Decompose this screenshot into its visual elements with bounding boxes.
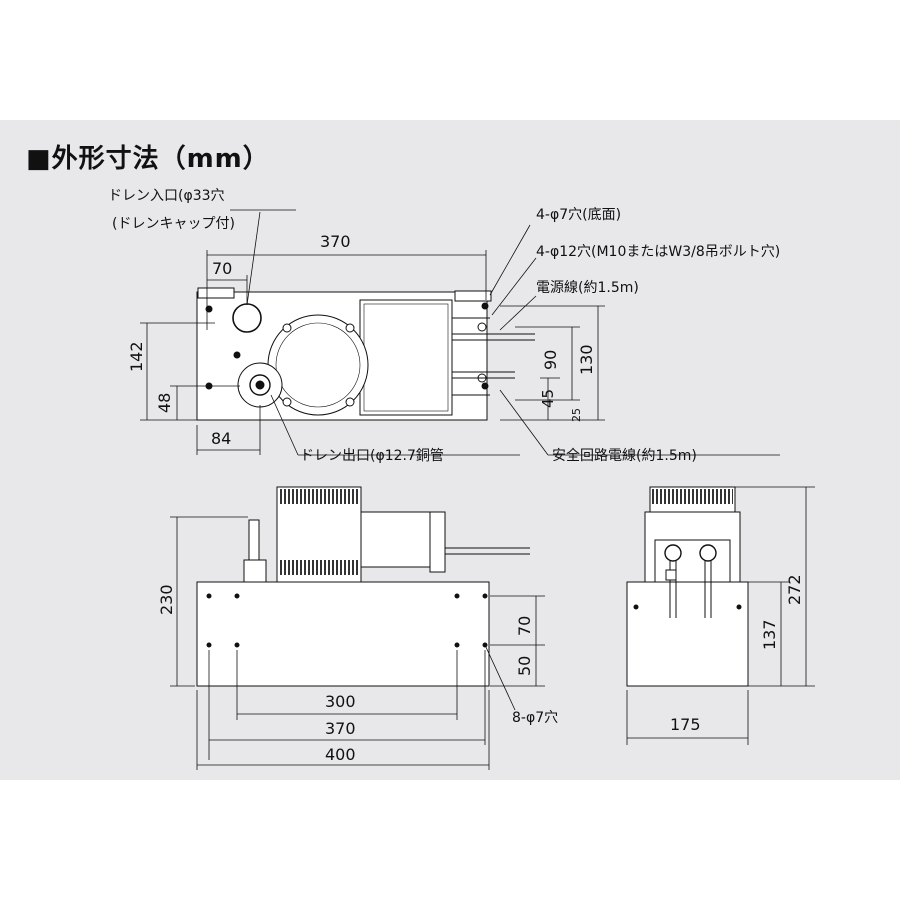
power-cable-label: 電源線(約1.5m): [536, 280, 639, 296]
drain-outlet-label: ドレン出口(φ12.7銅管: [300, 448, 444, 464]
dim-lower-50: 50: [515, 656, 534, 676]
dim-low-45: 45: [539, 389, 557, 408]
drain-inlet-circle: [232, 303, 262, 333]
front-view-dimensions: [170, 516, 545, 770]
top-view-dimensions: [140, 209, 780, 456]
dim-width-370: 370: [320, 232, 351, 251]
bottom-holes-label: 4-φ7穴(底面): [536, 207, 621, 223]
front-holes-label: 8-φ7穴: [512, 710, 558, 726]
dim-width-175: 175: [670, 715, 701, 734]
safety-cable-label: 安全回路電線(約1.5m): [552, 447, 697, 464]
dim-mid-370: 370: [325, 719, 356, 738]
front-view: [196, 486, 530, 687]
dim-body-137: 137: [760, 619, 779, 650]
dim-cable-90: 90: [541, 350, 560, 370]
dim-overall-400: 400: [325, 745, 356, 764]
dim-depth-142: 142: [127, 341, 146, 372]
drain-cap-label: (ドレンキャップ付): [112, 216, 235, 232]
motor-housing-top: [359, 299, 453, 416]
top-view: [196, 287, 535, 421]
bolt-holes-label: 4-φ12穴(M10またはW3/8吊ボルト穴): [536, 244, 780, 260]
page-title: ■外形寸法（mm）: [26, 144, 270, 174]
dim-outlet-84: 84: [211, 429, 231, 448]
dim-outlet-48: 48: [155, 393, 174, 413]
side-view-dimensions: [626, 486, 815, 745]
front-view-body: [196, 581, 490, 687]
dim-inner-300: 300: [325, 692, 356, 711]
drain-inlet-label: ドレン入口(φ33穴: [108, 188, 225, 204]
side-view-body: [626, 581, 749, 687]
dim-height-230: 230: [157, 584, 176, 615]
dim-upper-70: 70: [515, 616, 534, 636]
side-view: [626, 486, 749, 687]
dim-height-272: 272: [785, 574, 804, 605]
dim-offset-70: 70: [212, 259, 232, 278]
dim-pitch-130: 130: [577, 344, 596, 375]
dim-edge-25: 25: [570, 408, 583, 422]
